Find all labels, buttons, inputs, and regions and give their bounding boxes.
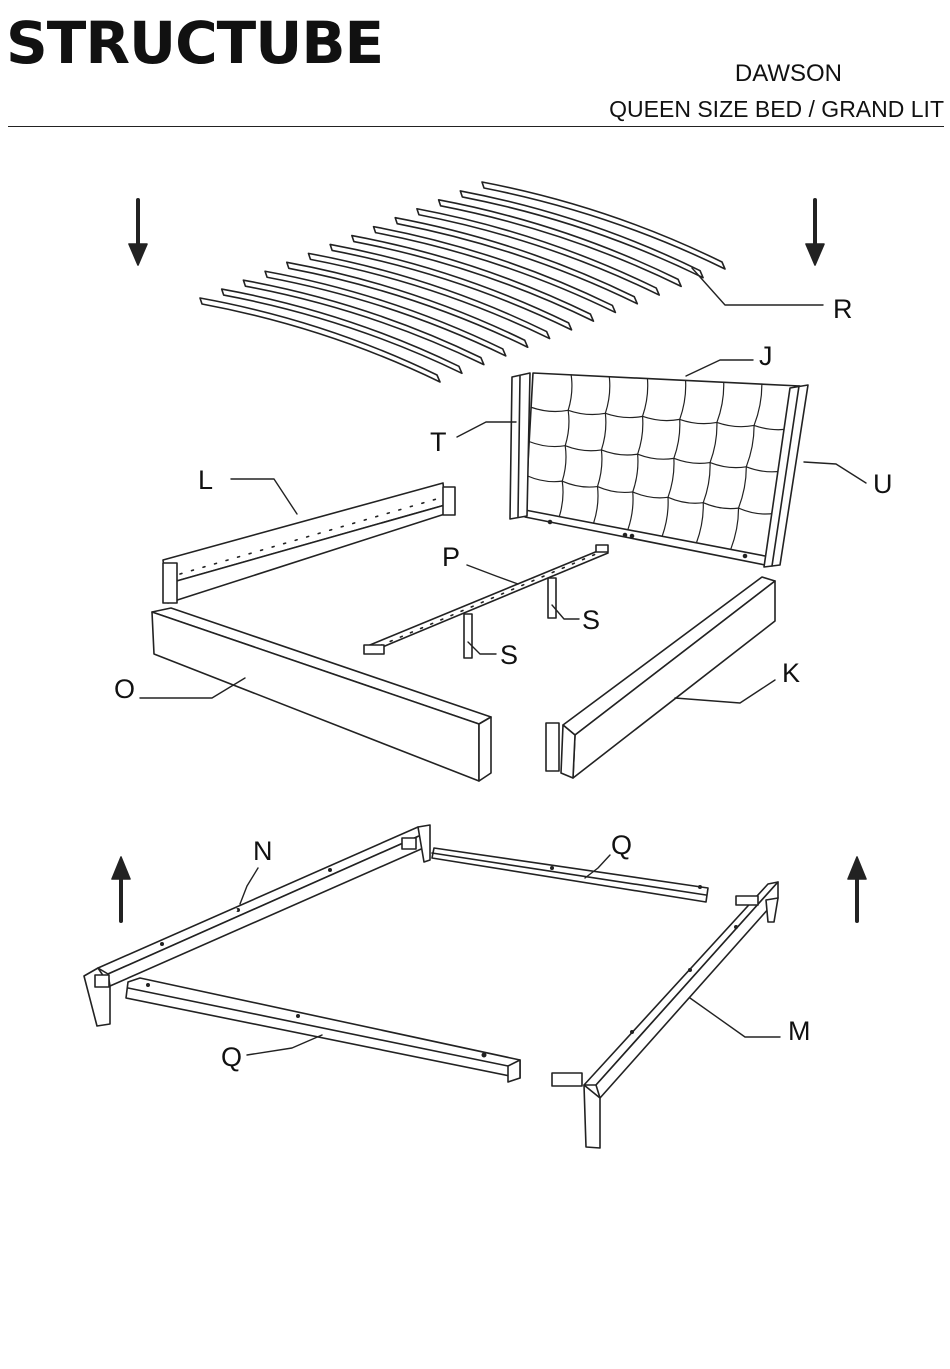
side-panel-k	[546, 577, 775, 778]
arrow-down-left-icon	[129, 200, 147, 265]
frame-cross-rail-q-lower	[126, 978, 520, 1082]
label-u: U	[873, 469, 893, 499]
label-q-upper: Q	[611, 830, 632, 860]
label-p: P	[442, 542, 460, 572]
frame-cross-rail-q-upper	[432, 848, 708, 902]
label-m: M	[788, 1016, 811, 1046]
center-rail-p	[364, 545, 608, 654]
label-k: K	[782, 658, 800, 688]
frame-rail-m	[552, 882, 778, 1148]
label-q-lower: Q	[221, 1042, 242, 1072]
label-r: R	[833, 294, 853, 324]
slats-r	[200, 182, 725, 382]
label-s-left: S	[500, 640, 518, 670]
side-panel-o	[152, 608, 491, 781]
label-s-right: S	[582, 605, 600, 635]
arrow-up-right-icon	[848, 857, 866, 921]
label-l: L	[198, 465, 213, 495]
label-j: J	[759, 341, 773, 371]
arrow-down-right-icon	[806, 200, 824, 265]
label-n: N	[253, 836, 273, 866]
side-rail-l	[163, 483, 455, 603]
headboard-j	[525, 373, 800, 565]
label-o: O	[114, 674, 135, 704]
leg-s-left	[464, 614, 472, 658]
leg-s-right	[548, 578, 556, 618]
arrow-up-left-icon	[112, 857, 130, 921]
label-t: T	[430, 427, 447, 457]
headboard-wing-t	[510, 373, 530, 519]
